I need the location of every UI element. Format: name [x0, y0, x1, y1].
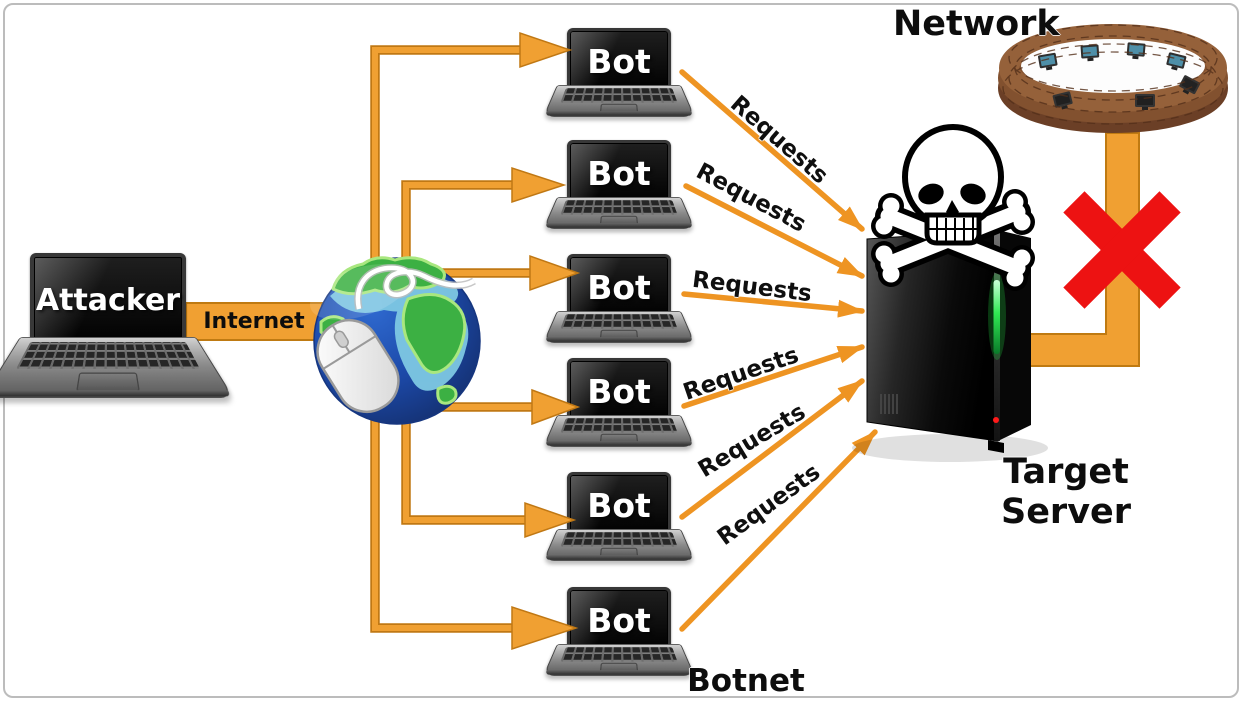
- bot-node-2: Bot: [542, 140, 696, 234]
- bot-node-3: Bot: [542, 254, 696, 348]
- mouse-icon: [316, 264, 476, 414]
- internet-label: Internet: [203, 309, 305, 334]
- bot-screen: Bot: [567, 472, 671, 538]
- blocked-x-icon: [1063, 191, 1181, 309]
- bot-screen: Bot: [567, 140, 671, 206]
- bot-screen: Bot: [567, 254, 671, 320]
- bot-node-1: Bot: [542, 28, 696, 122]
- request-arrows: [679, 69, 878, 632]
- bot-label: Bot: [587, 153, 651, 193]
- canvas-border: [3, 3, 1239, 698]
- bot-label: Bot: [587, 600, 651, 640]
- skull-icon: [871, 124, 1035, 291]
- bot-label: Bot: [587, 371, 651, 411]
- attacker-label: Attacker: [35, 283, 181, 318]
- attacker-node: Attacker: [0, 253, 235, 406]
- target-server-label: Target Server: [1000, 452, 1132, 532]
- botnet-label: Botnet: [687, 663, 805, 699]
- bot-label: Bot: [587, 485, 651, 525]
- bot-label: Bot: [587, 267, 651, 307]
- network-ring-icon: [998, 24, 1228, 133]
- bot-label: Bot: [587, 41, 651, 81]
- bot-node-6: Bot: [542, 587, 696, 681]
- network-label: Network: [893, 4, 1060, 44]
- bot-arrowheads: [511, 31, 581, 651]
- bot-node-4: Bot: [542, 358, 696, 452]
- internet-bar: [185, 302, 323, 341]
- bot-node-5: Bot: [542, 472, 696, 566]
- bot-screen: Bot: [567, 358, 671, 424]
